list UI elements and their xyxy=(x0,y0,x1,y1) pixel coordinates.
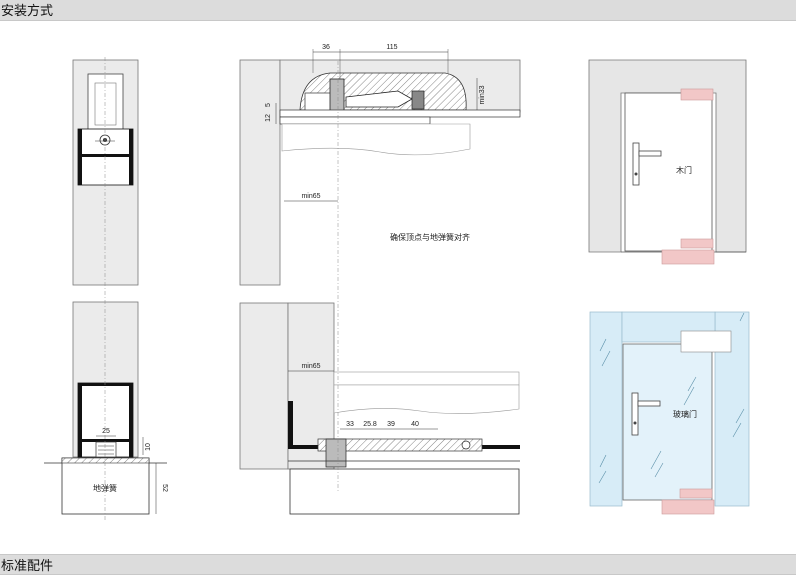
top-pivot-arm xyxy=(345,90,413,108)
dim-min65-top: min65 xyxy=(301,193,320,200)
wood-floor-spring xyxy=(661,249,715,265)
installation-diagram: 地弹簧 25 10 52 36 115 min33 5 xyxy=(44,44,750,521)
section-title-accessories: 标准配件 xyxy=(1,558,54,573)
section-header-accessories: 标准配件 xyxy=(0,554,796,575)
spring-spindle xyxy=(95,441,117,458)
glass-door-view: 玻璃门 xyxy=(589,311,750,515)
dim-39: 39 xyxy=(387,421,395,428)
dim-10: 10 xyxy=(145,443,152,451)
floor-spring-pit xyxy=(61,457,150,515)
wood-door-label: 木门 xyxy=(676,165,692,175)
glass-top-patch xyxy=(680,330,732,353)
dim-min33: min33 xyxy=(479,85,486,104)
dim-min65-bottom: min65 xyxy=(301,363,320,370)
glass-door-label: 玻璃门 xyxy=(673,409,697,419)
wood-top-pivot xyxy=(680,88,714,101)
front-section-view: 地弹簧 25 10 52 xyxy=(44,57,168,521)
wood-door-view: 木门 xyxy=(588,59,747,265)
door-leaf-top-break xyxy=(281,123,471,156)
glass-floor-spring xyxy=(661,499,715,515)
door-leaf-bottom-break xyxy=(333,384,520,414)
dim-12: 12 xyxy=(265,114,272,122)
dim-40: 40 xyxy=(411,421,419,428)
dim-33: 33 xyxy=(346,421,354,428)
dim-25: 25 xyxy=(102,428,110,435)
wood-door-leaf xyxy=(624,92,713,252)
glass-door-handle xyxy=(637,400,661,407)
side-section-view: 36 115 min33 5 12 min65 确保顶点与地弹簧对齐 min65… xyxy=(239,44,521,515)
dim-36: 36 xyxy=(322,44,330,51)
alignment-note: 确保顶点与地弹簧对齐 xyxy=(390,232,470,242)
floor-spring-label: 地弹簧 xyxy=(93,483,117,493)
glass-door-handle-plate xyxy=(631,392,639,436)
dim-52: 52 xyxy=(161,484,168,492)
floor-spring-body xyxy=(317,438,483,452)
wood-door-frame xyxy=(588,59,747,253)
floor-pit-side xyxy=(289,468,520,515)
dim-25-8: 25.8 xyxy=(363,421,377,428)
dim-115: 115 xyxy=(386,44,397,51)
wood-door-handle xyxy=(638,150,662,157)
section-title-install: 安装方式 xyxy=(1,3,54,18)
section-header-install: 安装方式 xyxy=(0,0,796,21)
wood-door-handle-plate xyxy=(632,142,640,186)
dim-5: 5 xyxy=(265,103,272,107)
